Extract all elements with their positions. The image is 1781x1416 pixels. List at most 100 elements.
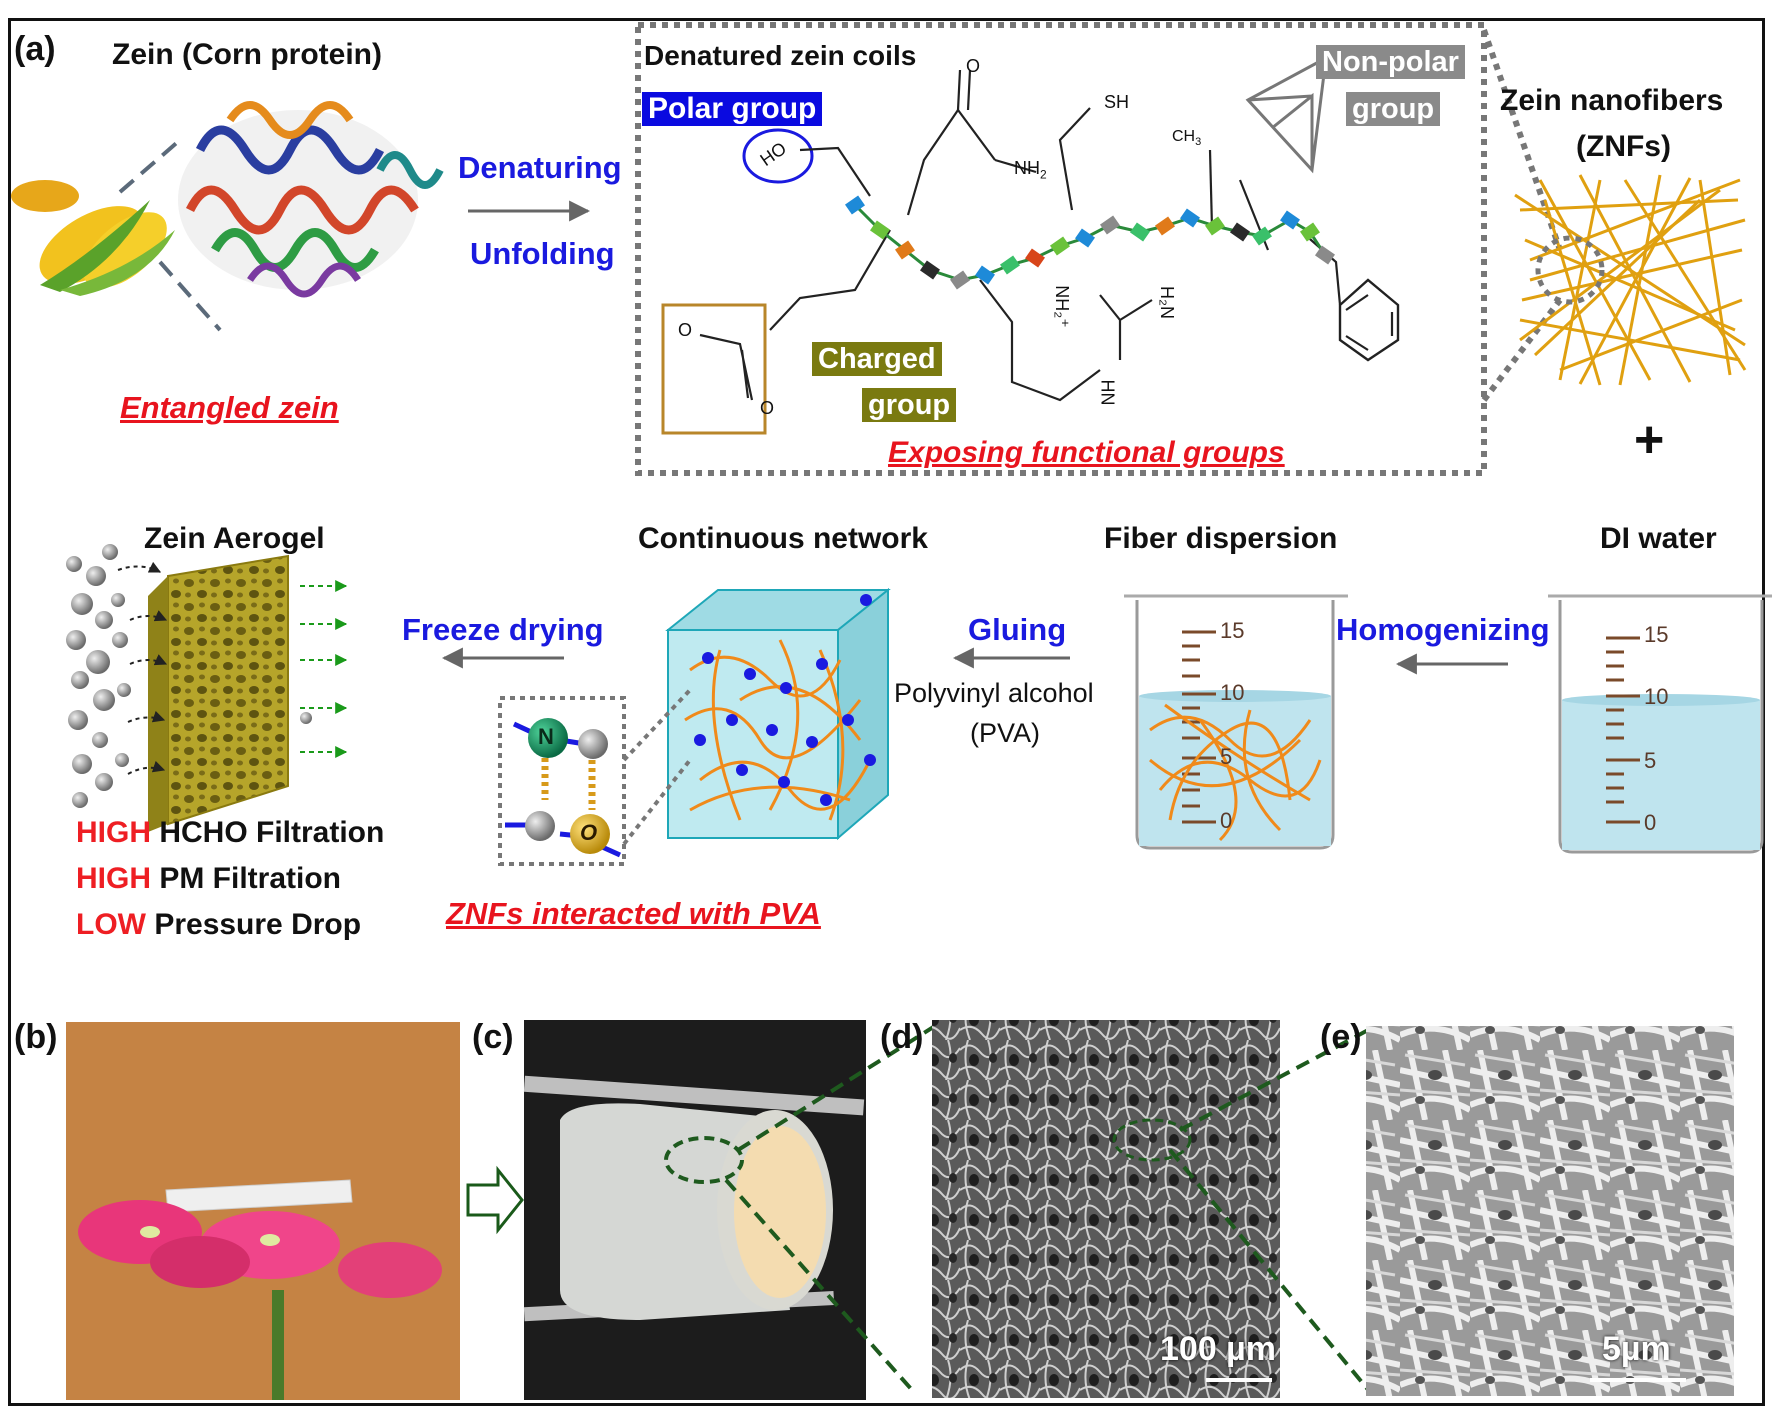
zoom-line-c-d-bottom	[724, 1178, 914, 1392]
corn-illustration	[11, 180, 175, 296]
arrow-b-to-c	[466, 1165, 524, 1235]
di-beaker-tick-10: 10	[1644, 684, 1669, 709]
backbone-residue	[1205, 216, 1225, 236]
backbone-residue	[950, 270, 970, 290]
backbone-residue	[1280, 210, 1300, 230]
sem-image-100um	[932, 1020, 1280, 1398]
polar-group-tag: Polar group	[642, 92, 823, 126]
zein-aerogel-label: Zein Aerogel	[144, 522, 325, 555]
scale-label-100um: 100 µm	[1160, 1330, 1276, 1368]
result-pm: HIGH PM Filtration	[76, 862, 341, 895]
chem-ch3: CH3	[1172, 128, 1202, 149]
di-beaker-tick-0: 0	[1644, 810, 1657, 835]
fiber-beaker-tick-10: 10	[1220, 680, 1245, 705]
backbone-residue	[920, 260, 940, 280]
zein-protein-structure	[178, 101, 444, 298]
chem-sh: SH	[1104, 92, 1130, 112]
beaker-fiber-dispersion	[1124, 594, 1348, 850]
chemical-structure	[661, 55, 1400, 435]
backbone-residue	[1315, 245, 1335, 265]
znf-zoom-circle	[1535, 235, 1605, 305]
panel-d-label: (d)	[880, 1018, 924, 1056]
scale-bar-100um	[1206, 1378, 1272, 1382]
backbone-residue	[975, 265, 995, 285]
result-pressure: LOW Pressure Drop	[76, 908, 362, 941]
result-hcho: HIGH HCHO Filtration	[76, 816, 385, 849]
zoom-line-bottom	[158, 260, 222, 332]
chem-h2n: H₂N	[1157, 286, 1177, 319]
photo-aerogel-tube	[523, 1020, 866, 1400]
atom-n: N	[538, 724, 554, 749]
chem-nh2-plus: NH₂⁺	[1051, 285, 1072, 328]
chem-hn: HN	[1097, 379, 1118, 406]
backbone-residue	[1155, 216, 1175, 236]
nonpolar-group-tag-line1: Non-polar	[1316, 45, 1465, 79]
photo-flower-aerogel	[66, 1022, 460, 1400]
backbone-residue	[1000, 255, 1020, 275]
zoom-line-c-d-top	[736, 1024, 937, 1152]
znf-title-line1: Zein nanofibers	[1500, 84, 1724, 117]
charged-group-tag-line2: group	[862, 388, 957, 422]
backbone-residue	[1025, 248, 1045, 268]
backbone-residue	[1075, 228, 1095, 248]
zein-title: Zein (Corn protein)	[112, 38, 382, 71]
backbone-residue	[895, 240, 915, 260]
exposing-functional-groups-label: Exposing functional groups	[888, 436, 1285, 469]
nonpolar-group-tag-line2: group	[1346, 92, 1441, 126]
backbone-residue	[1300, 222, 1320, 242]
hbond-inset	[498, 688, 692, 866]
gluing-label: Gluing	[968, 612, 1067, 647]
unfolding-label: Unfolding	[470, 236, 615, 271]
fiber-beaker-tick-15: 15	[1220, 618, 1245, 643]
zoom-line-d-e-top	[1179, 1026, 1373, 1132]
zoom-line-top	[118, 138, 182, 194]
panel-e-label: (e)	[1320, 1018, 1362, 1056]
znf-pva-interaction-label: ZNFs interacted with PVA	[446, 896, 821, 931]
backbone-residue	[1130, 222, 1150, 242]
znf-fiber-mesh	[1514, 174, 1747, 386]
backbone-residue	[1050, 236, 1070, 256]
network-cube	[665, 587, 891, 841]
denaturing-label: Denaturing	[458, 150, 622, 185]
scale-label-5um: 5µm	[1602, 1330, 1671, 1368]
homogenizing-label: Homogenizing	[1336, 612, 1550, 647]
pva-label-line1: Polyvinyl alcohol	[894, 678, 1094, 708]
atom-o: O	[580, 820, 598, 845]
znf-zoom-line-bottom	[1481, 298, 1563, 402]
sem-image-5um	[1366, 1026, 1734, 1396]
znf-zoom-line-top	[1481, 29, 1563, 251]
beaker-di-water	[1548, 594, 1772, 854]
chem-o-bottom: O	[760, 398, 775, 418]
backbone-residue	[1180, 208, 1200, 228]
di-beaker-tick-15: 15	[1644, 622, 1669, 647]
backbone-residue	[1100, 215, 1120, 235]
panel-b-label: (b)	[14, 1018, 58, 1056]
panel-a-label: (a)	[14, 30, 56, 68]
charged-group-tag-line1: Charged	[812, 342, 942, 376]
backbone-residue	[1230, 222, 1250, 242]
freeze-drying-label: Freeze drying	[402, 612, 604, 647]
chem-o-left: O	[678, 320, 693, 340]
pva-label-line2: (PVA)	[970, 718, 1041, 748]
chem-o-top: O	[966, 56, 981, 76]
coils-title: Denatured zein coils	[644, 40, 917, 71]
backbone-residue	[845, 195, 865, 215]
continuous-network-label: Continuous network	[638, 522, 928, 555]
panel-c-label: (c)	[472, 1018, 514, 1056]
scale-bar-5um	[1590, 1378, 1686, 1382]
zoom-line-d-e-bottom	[1168, 1148, 1372, 1394]
fiber-beaker-tick-0: 0	[1220, 808, 1233, 833]
backbone-residue	[870, 220, 890, 240]
chem-nh2: NH2	[1014, 158, 1047, 182]
entangled-zein-label: Entangled zein	[120, 390, 339, 425]
backbone-residue	[1252, 226, 1272, 246]
di-water-label: DI water	[1600, 522, 1717, 555]
fiber-beaker-tick-5: 5	[1220, 744, 1233, 769]
znf-title-line2: (ZNFs)	[1576, 130, 1671, 163]
aerogel-illustration	[66, 544, 348, 832]
coils-box	[635, 22, 1487, 476]
plus-sign: +	[1634, 411, 1665, 469]
fiber-dispersion-label: Fiber dispersion	[1104, 522, 1338, 555]
